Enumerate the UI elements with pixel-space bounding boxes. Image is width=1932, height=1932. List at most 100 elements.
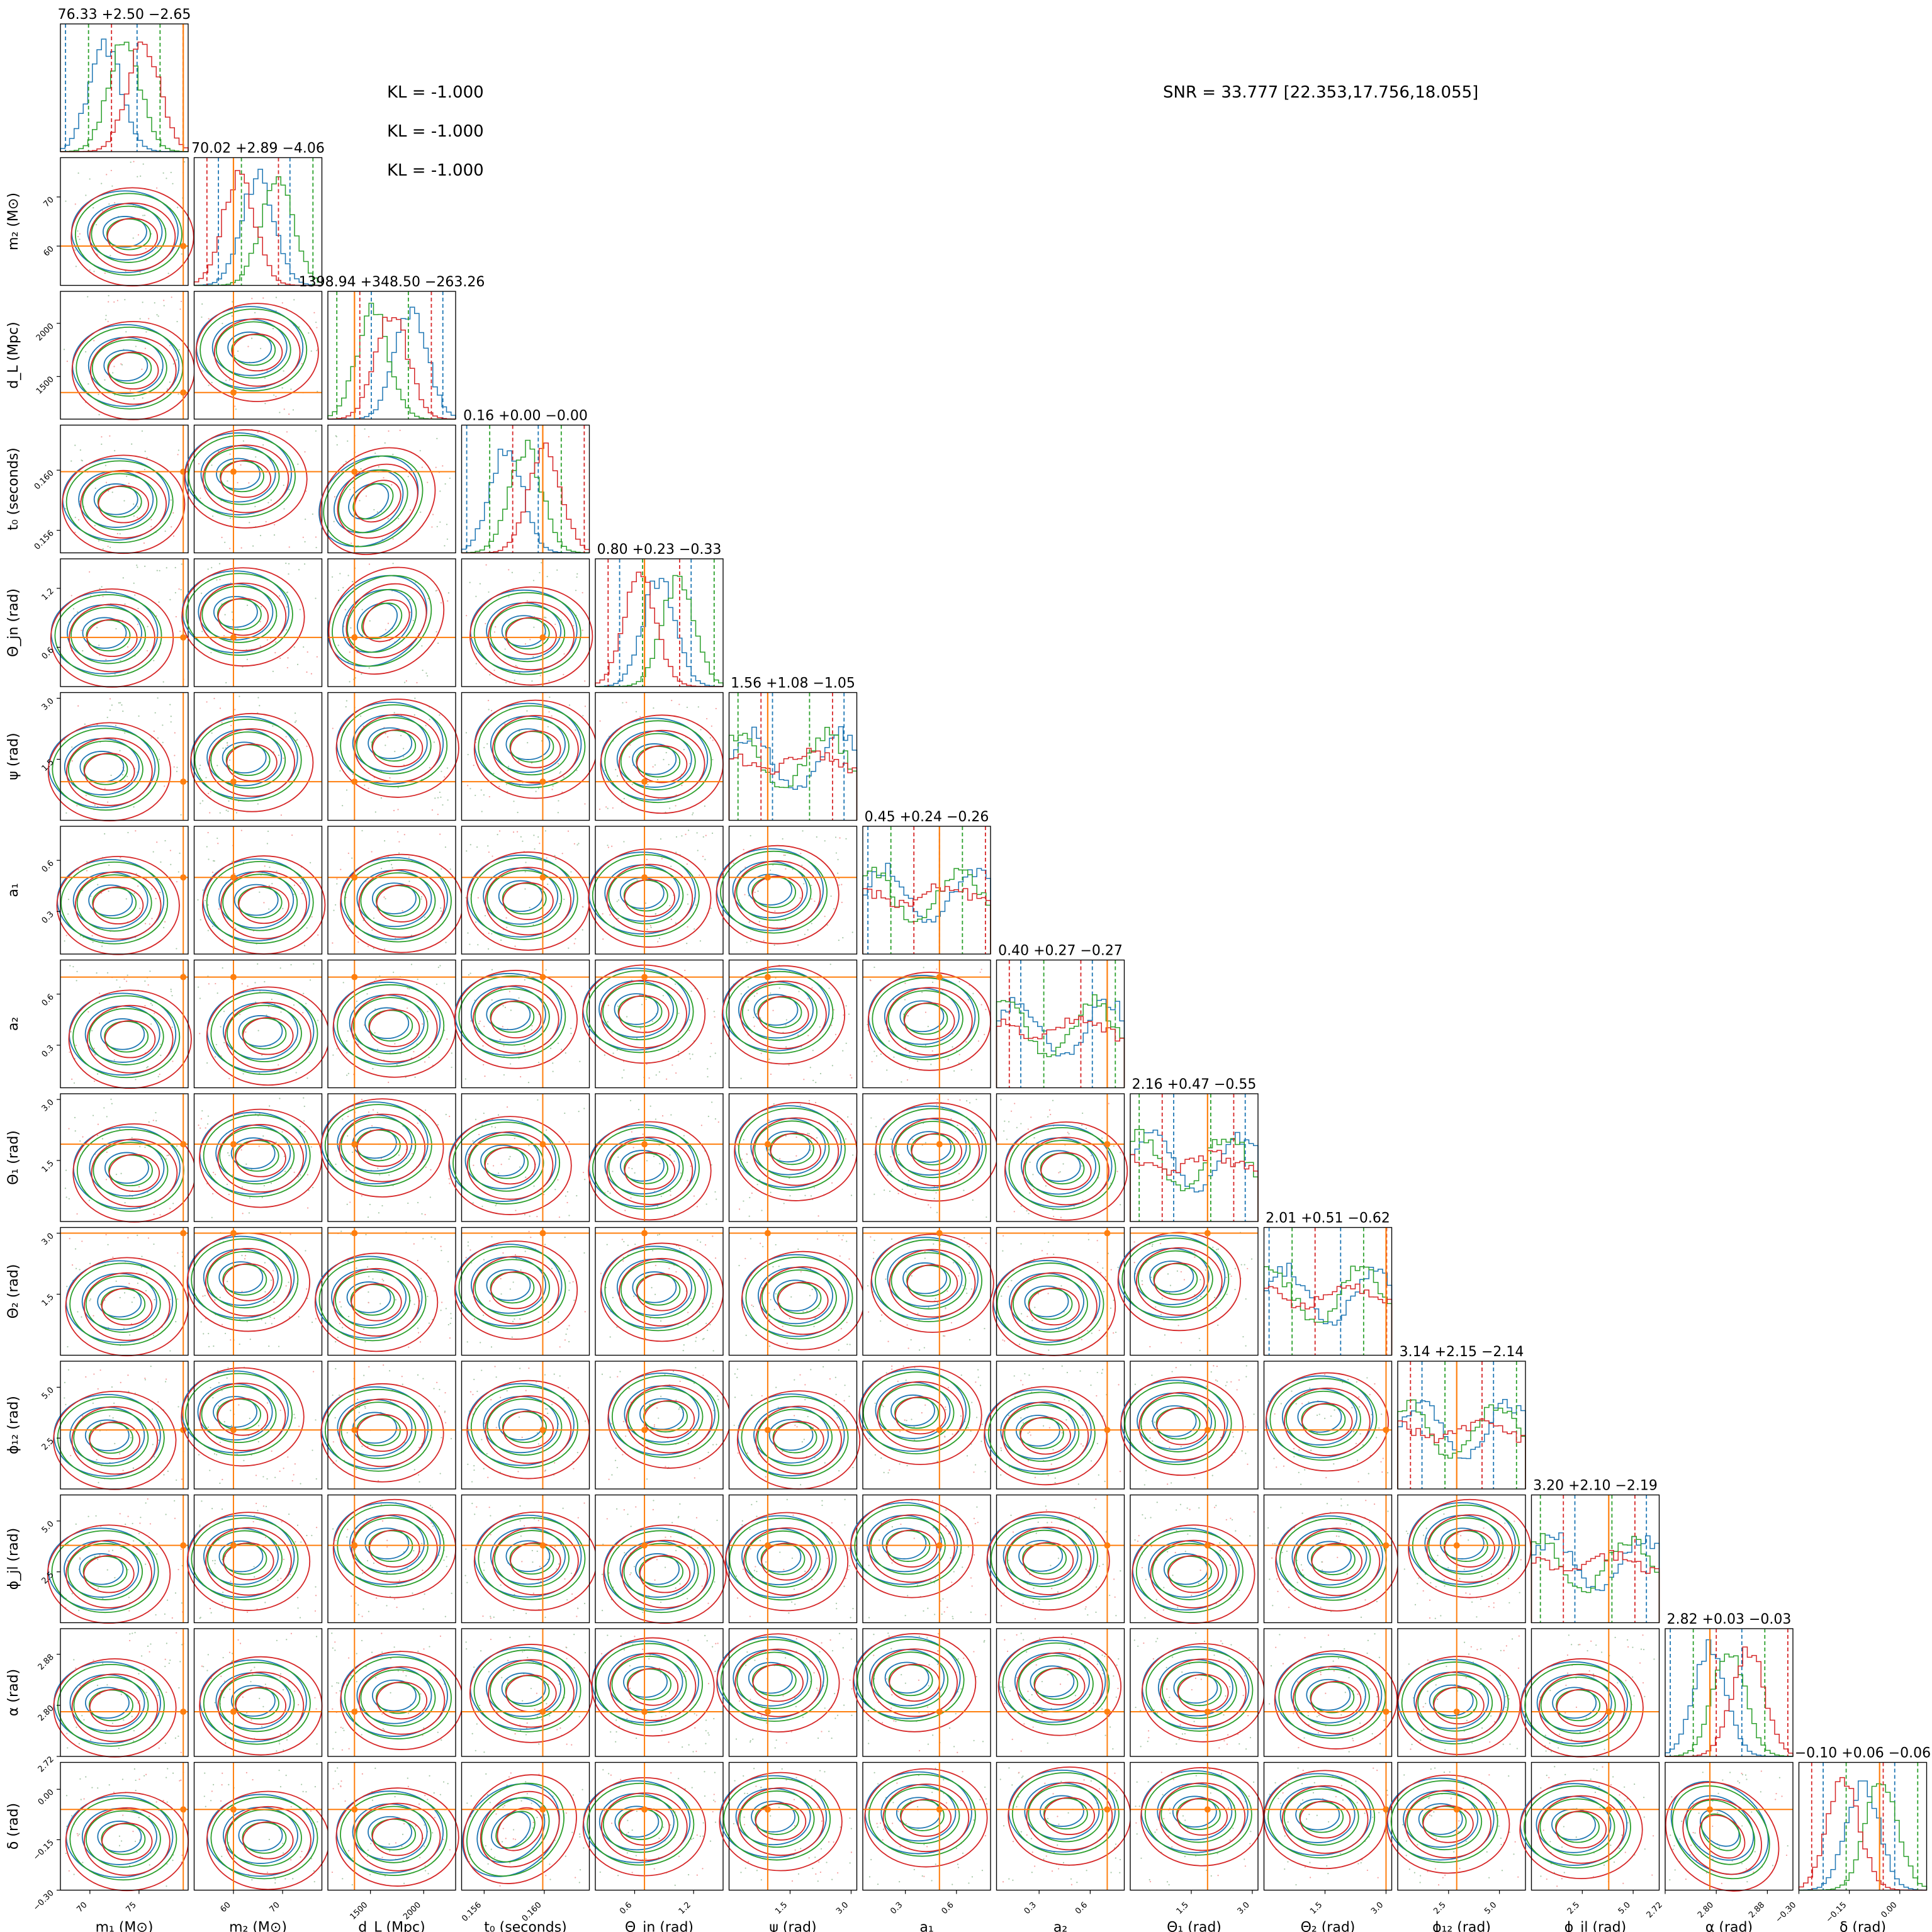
scatter-point [717,1395,719,1397]
truth-point [936,1542,943,1549]
scatter-point [174,755,176,756]
scatter-point [222,967,223,969]
scatter-point [749,1528,751,1530]
scatter-point [510,1009,512,1011]
scatter-point [108,1550,110,1552]
scatter-point [491,1126,493,1128]
scatter-point [775,1244,777,1246]
scatter-point [928,1204,929,1206]
scatter-point [113,1059,115,1061]
scatter-point [1073,1205,1075,1207]
contour-line [624,1152,676,1190]
scatter-point [816,1137,818,1139]
scatter-point [162,172,164,174]
scatter-point [1098,1565,1101,1567]
scatter-point [969,1339,971,1340]
scatter-point [125,1524,126,1525]
scatter-point [74,517,76,519]
scatter-point [909,1052,911,1053]
scatter-point [634,1244,636,1245]
scatter-point [1267,1527,1269,1529]
scatter-point [599,720,601,722]
scatter-point [659,1163,661,1165]
scatter-point [1194,1256,1196,1258]
scatter-point [535,790,537,792]
scatter-point [373,947,374,950]
scatter-point [1059,1171,1061,1173]
scatter-point [119,986,121,988]
scatter-point [1245,1376,1247,1378]
scatter-point [140,1266,142,1268]
contour-line [60,861,169,945]
scatter-point [280,814,283,816]
scatter-point [115,628,117,630]
scatter-point [600,1272,602,1274]
scatter-point [379,1174,381,1176]
scatter-point [82,650,84,652]
scatter-point [564,1112,566,1115]
scatter-point [1000,1447,1002,1449]
scatter-point [616,775,619,777]
scatter-point [147,1498,149,1500]
scatter-point [1091,1460,1092,1462]
scatter-point [347,852,349,855]
scatter-point [94,487,96,489]
scatter-point [653,707,654,709]
scatter-point [537,1099,539,1101]
truth-point [936,1141,943,1148]
scatter-point [577,1607,579,1609]
contour-line [755,1405,842,1474]
scatter-point [1113,1578,1115,1580]
scatter-point [296,663,299,665]
scatter-point [551,1403,553,1405]
scatter-point [437,642,439,644]
scatter-point [137,607,139,610]
scatter-point [525,1176,527,1178]
scatter-point [1301,1403,1303,1405]
scatter-point [93,1373,95,1375]
truth-point [230,1542,237,1549]
scatter-point [826,1230,828,1232]
scatter-point [635,1506,637,1508]
scatter-point [146,457,148,459]
scatter-point [756,1515,758,1517]
scatter-point [582,715,584,717]
scatter-point [255,456,257,458]
scatter-point [248,482,250,484]
scatter-point [315,1586,317,1588]
scatter-point [392,538,394,540]
contour-line [863,1371,970,1455]
scatter-point [396,831,399,833]
contour-line [238,1015,283,1047]
scatter-point [498,785,500,787]
scatter-point [176,1145,178,1147]
scatter-point [965,1041,967,1043]
scatter-point [349,651,351,653]
scatter-point [527,742,529,744]
scatter-point [239,695,240,697]
contour-line [758,996,809,1034]
scatter-point [113,366,115,368]
scatter-point [229,517,231,519]
scatter-point [467,1241,469,1243]
panel-7-2 [327,959,456,1089]
scatter-point [650,926,652,928]
scatter-point [304,541,306,542]
scatter-point [779,1551,781,1553]
scatter-point [349,681,351,683]
scatter-point [286,431,288,433]
scatter-point [308,1189,310,1191]
scatter-point [288,488,290,490]
scatter-point [660,1395,662,1398]
scatter-point [1074,1519,1076,1520]
scatter-point [581,592,583,593]
scatter-point [126,980,128,982]
scatter-point [240,829,242,831]
scatter-point [705,1203,707,1205]
scatter-point [760,1052,762,1054]
scatter-point [419,450,421,452]
scatter-point [1002,1339,1004,1341]
scatter-point [577,1399,580,1401]
scatter-point [334,496,336,498]
scatter-point [65,508,67,510]
